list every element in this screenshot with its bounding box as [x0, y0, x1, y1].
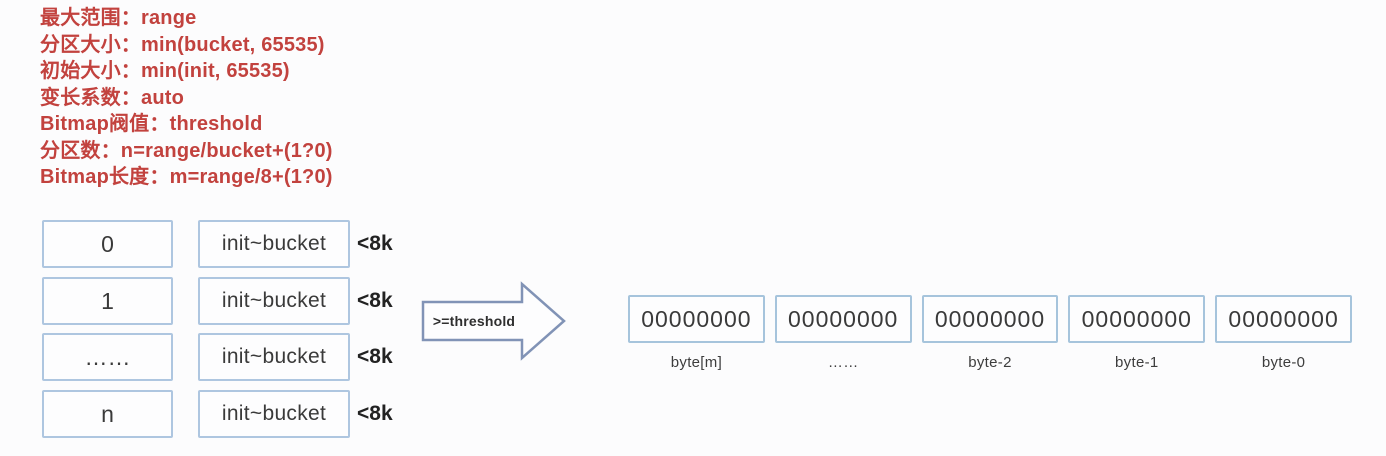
bitmap-byte-value: 00000000 — [1068, 295, 1206, 343]
bitmap-byte-value: 00000000 — [1215, 295, 1352, 343]
partition-size-label: <8k — [357, 402, 393, 425]
partition-row: …… init~bucket <8k — [42, 333, 442, 381]
bitmap-byte-label: …… — [827, 354, 859, 371]
partition-size-label: <8k — [357, 232, 393, 255]
bitmap-byte-cell: 00000000 byte-1 — [1068, 295, 1206, 371]
partition-index-box: 1 — [42, 277, 173, 325]
annotation-line-growth-factor: 变长系数：auto — [40, 86, 185, 109]
partition-row: n init~bucket <8k — [42, 390, 442, 438]
bitmap-byte-cell: 00000000 …… — [774, 295, 912, 371]
partition-index-box: …… — [42, 333, 173, 381]
bitmap-byte-value: 00000000 — [628, 295, 765, 343]
threshold-arrow: >=threshold — [420, 281, 568, 361]
threshold-arrow-label: >=threshold — [432, 313, 516, 329]
bitmap-byte-cell: 00000000 byte-0 — [1215, 295, 1352, 371]
bitmap-byte-cell: 00000000 byte-2 — [921, 295, 1059, 371]
annotation-block: 最大范围：range 分区大小：min(bucket, 65535) 初始大小：… — [40, 5, 333, 191]
annotation-line-partition-count: 分区数：n=range/bucket+(1?0) — [40, 139, 333, 162]
right-block-arrow-icon — [421, 281, 566, 361]
partition-range-box: init~bucket — [198, 220, 350, 268]
partition-size-label: <8k — [357, 289, 393, 312]
partition-index-box: n — [42, 390, 173, 438]
bitmap-byte-cell: 00000000 byte[m] — [628, 295, 765, 371]
partition-range-box: init~bucket — [198, 390, 350, 438]
partition-range-box: init~bucket — [198, 277, 350, 325]
bitmap-byte-value: 00000000 — [774, 295, 912, 343]
partition-row: 1 init~bucket <8k — [42, 277, 442, 325]
partition-row: 0 init~bucket <8k — [42, 220, 442, 268]
bitmap-byte-value: 00000000 — [921, 295, 1059, 343]
bitmap-byte-label: byte-0 — [1261, 354, 1306, 371]
annotation-line-max-range: 最大范围：range — [40, 7, 197, 29]
annotation-line-bitmap-length: Bitmap长度：m=range/8+(1?0) — [40, 166, 333, 188]
annotation-line-bucket-size: 分区大小：min(bucket, 65535) — [40, 33, 325, 56]
bitmap-byte-array: 00000000 byte[m] 00000000 …… 00000000 by… — [628, 295, 1352, 371]
bitmap-byte-label: byte-1 — [1115, 354, 1159, 371]
partition-index-box: 0 — [42, 220, 173, 268]
bitmap-byte-label: byte-2 — [968, 354, 1012, 371]
annotation-line-bitmap-threshold: Bitmap阀值：threshold — [40, 113, 263, 135]
partition-range-box: init~bucket — [198, 333, 350, 381]
partition-size-label: <8k — [357, 345, 393, 368]
bitmap-byte-label: byte[m] — [670, 354, 723, 371]
annotation-line-init-size: 初始大小：min(init, 65535) — [40, 60, 290, 82]
